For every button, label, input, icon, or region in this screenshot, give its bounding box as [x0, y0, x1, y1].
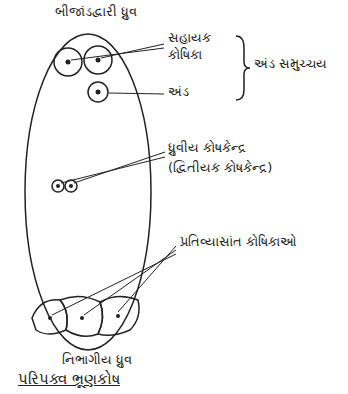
- antipodal-cell: [98, 296, 139, 335]
- nucleus-dot: [80, 316, 84, 320]
- leader-line: [61, 157, 165, 183]
- polar-nucleus: [52, 180, 64, 192]
- nucleus-dot: [69, 184, 73, 188]
- part-label: પ્રતિવ્યાસાંત કોષિકાઓ: [180, 234, 297, 251]
- synergid-cell: [84, 46, 112, 74]
- antipodal-cell: [60, 296, 103, 336]
- caption: પરિપક્વ ભ્રૂણકોષ: [18, 370, 120, 390]
- bracket: [236, 36, 250, 100]
- leader-line: [101, 44, 164, 58]
- leader-line: [52, 254, 176, 315]
- nucleus-dot: [96, 58, 101, 63]
- nucleus-dot: [116, 314, 120, 318]
- nucleus-dot: [48, 316, 52, 320]
- part-label: ધ્રુવીય કોષકેન્દ્ર: [168, 140, 246, 157]
- leader-line: [84, 250, 176, 315]
- leader-line: [71, 48, 164, 60]
- embryo-sac-outline: [25, 34, 151, 350]
- leader-line: [74, 152, 165, 183]
- part-label: (દ્વિતીયક કોષકેન્દ્ર): [168, 160, 272, 177]
- nucleus-dot: [56, 184, 60, 188]
- part-label: નિભાગીય ધ્રુવ: [62, 352, 132, 369]
- antipodal-cell: [32, 300, 67, 334]
- part-label: અંડ સમુચ્ચય: [254, 56, 327, 73]
- nucleus-dot: [96, 90, 101, 95]
- synergid-cell: [54, 48, 82, 76]
- leader-line: [109, 93, 164, 94]
- egg-cell: [88, 82, 108, 102]
- part-label: બીજાંડદ્વારી ધ્રુવ: [55, 4, 137, 21]
- part-label: અંડ: [168, 84, 189, 101]
- nucleus-dot: [66, 60, 71, 65]
- part-label: સહાયક કોષિકા: [168, 30, 232, 64]
